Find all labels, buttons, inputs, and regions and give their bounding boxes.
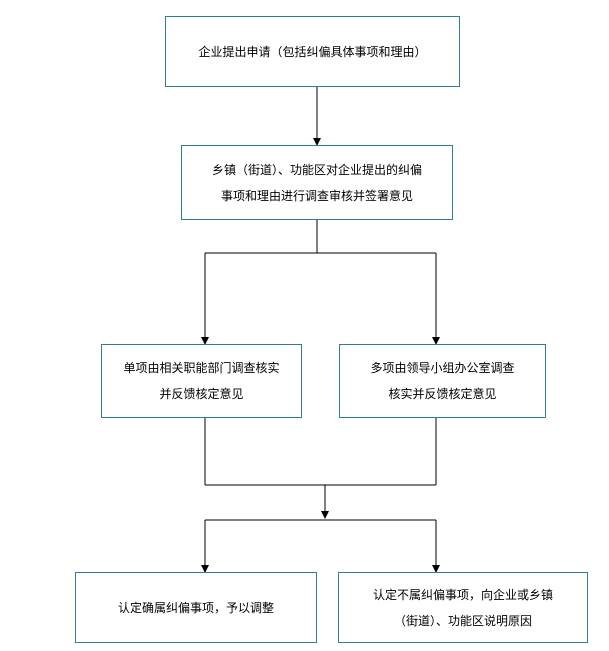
node-single-item-line-1: 单项由相关职能部门调查核实 (123, 361, 280, 375)
node-multi-item-line-2: 核实并反馈核定意见 (388, 387, 497, 401)
node-township-review: 乡镇（街道）、功能区对企业提出的纠偏 事项和理由进行调查审核并签署意见 (181, 145, 453, 220)
node-not-confirmed-line-1: 认定不属纠偏事项，向企业或乡镇 (372, 587, 553, 602)
node-single-item: 单项由相关职能部门调查核实 并反馈核定意见 (101, 344, 302, 418)
node-single-item-line-2: 并反馈核定意见 (159, 387, 244, 401)
node-confirmed-line-1: 认定确属纠偏事项，予以调整 (117, 600, 274, 615)
node-township-review-line-1: 乡镇（街道）、功能区对企业提出的纠偏 (211, 162, 422, 177)
node-multi-item: 多项由领导小组办公室调查 核实并反馈核定意见 (339, 344, 546, 418)
node-confirmed: 认定确属纠偏事项，予以调整 (75, 572, 317, 643)
node-submit-application: 企业提出申请（包括纠偏具体事项和理由） (165, 16, 460, 87)
node-not-confirmed-line-2: （街道）、功能区说明原因 (393, 613, 532, 628)
node-multi-item-line-1: 多项由领导小组办公室调查 (370, 361, 515, 375)
node-submit-line-1: 企业提出申请（包括纠偏具体事项和理由） (198, 44, 427, 59)
node-township-review-line-2: 事项和理由进行调查审核并签署意见 (220, 188, 413, 203)
node-not-confirmed: 认定不属纠偏事项，向企业或乡镇 （街道）、功能区说明原因 (338, 572, 588, 643)
